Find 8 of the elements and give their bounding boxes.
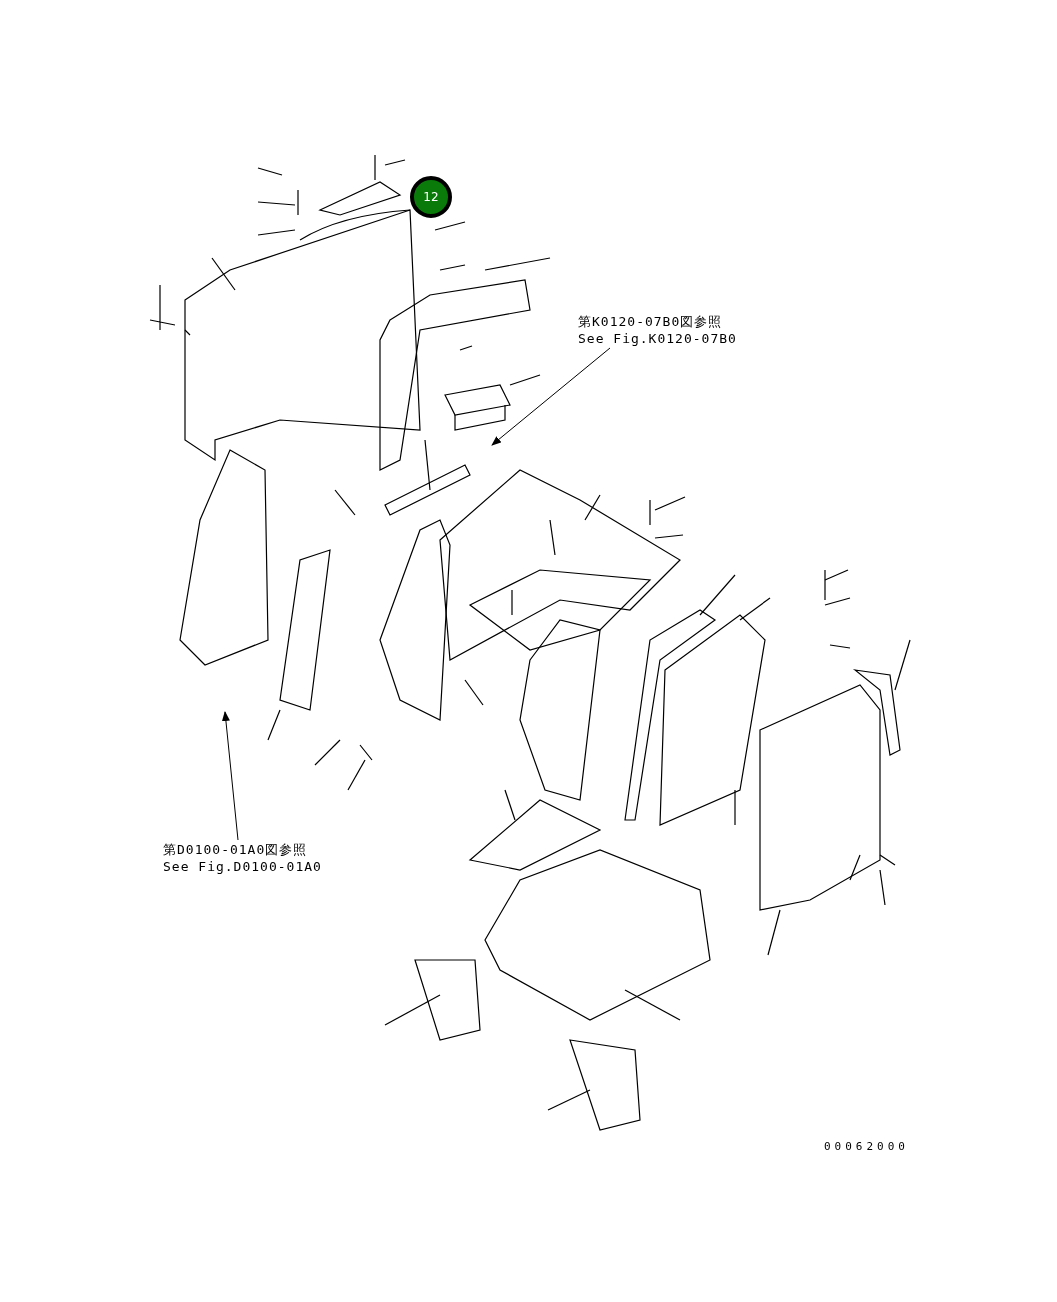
reference-arrow xyxy=(221,711,239,841)
reference-arrow xyxy=(491,347,611,446)
drawing-number: 00062000 xyxy=(824,1140,909,1153)
callout-number: 12 xyxy=(410,176,452,218)
reference-note: See Fig.D0100-01A0 xyxy=(163,858,322,875)
reference-note: 第K0120-07B0図参照 xyxy=(578,313,724,330)
reference-note: See Fig.K0120-07B0 xyxy=(578,330,737,347)
reference-note: 第D0100-01A0図参照 xyxy=(163,841,309,858)
